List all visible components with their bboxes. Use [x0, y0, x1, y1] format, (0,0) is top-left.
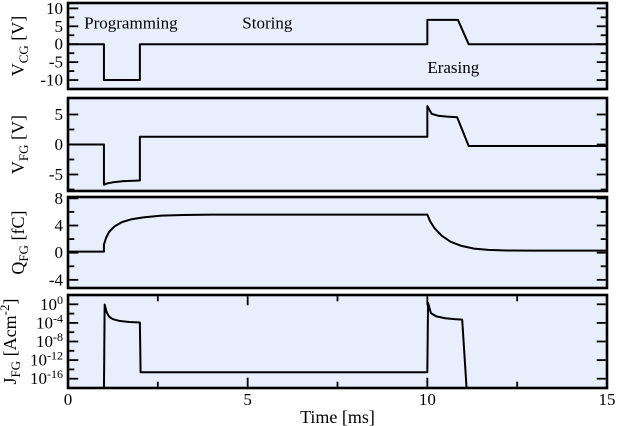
trace-J_FG_log10 — [102, 301, 468, 388]
annotation-storing: Storing — [242, 13, 293, 32]
panel-4-frame — [66, 293, 609, 390]
y-axis-label-control-gate-voltage: VCG [V] — [8, 16, 31, 77]
trace-V_CG — [68, 18, 607, 82]
annotation-programming: Programming — [84, 13, 178, 32]
y-tick-label: 10-12 — [30, 349, 63, 370]
y-tick-label: -4 — [49, 270, 64, 289]
y-axis-label-floating-gate-voltage: VFG [V] — [8, 115, 31, 174]
y-tick-label: 10-8 — [36, 330, 63, 351]
panel-1-background — [68, 3, 607, 89]
y-tick-label: 10-4 — [36, 311, 63, 332]
y-tick-label: 8 — [55, 189, 64, 208]
panel-4-background — [68, 295, 607, 388]
y-tick-label: 4 — [55, 216, 64, 235]
y-tick-label: 10-16 — [30, 367, 63, 388]
y-tick-label: 0 — [55, 135, 64, 154]
y-tick-label: 100 — [40, 293, 63, 314]
y-tick-label: 5 — [55, 105, 64, 124]
x-tick-label: 15 — [599, 390, 616, 409]
y-tick-label: 0 — [55, 35, 64, 54]
y-tick-label: 0 — [55, 243, 64, 262]
x-tick-label: 10 — [419, 390, 436, 409]
y-tick-label: -5 — [49, 165, 63, 184]
x-axis-label: Time [ms] — [300, 407, 375, 426]
panel-1-frame — [66, 1, 609, 91]
y-axis-label-floating-gate-charge: QFG [fC] — [8, 210, 31, 274]
trace-V_FG — [68, 105, 607, 186]
panel-2-background — [68, 98, 607, 191]
panel-3-background — [68, 197, 607, 288]
x-tick-label: 0 — [64, 390, 73, 409]
annotation-erasing: Erasing — [427, 58, 479, 77]
y-axis-label-gate-current-density: JFG [Acm-2] — [0, 299, 23, 385]
y-tick-label: 10 — [46, 0, 63, 18]
y-tick-label: -5 — [49, 53, 63, 72]
trace-Q_FG — [68, 213, 607, 253]
y-tick-label: 5 — [55, 17, 64, 36]
y-tick-label: -10 — [40, 71, 63, 90]
panel-3-frame — [66, 195, 609, 290]
x-tick-label: 5 — [243, 390, 252, 409]
panel-2-frame — [66, 96, 609, 193]
